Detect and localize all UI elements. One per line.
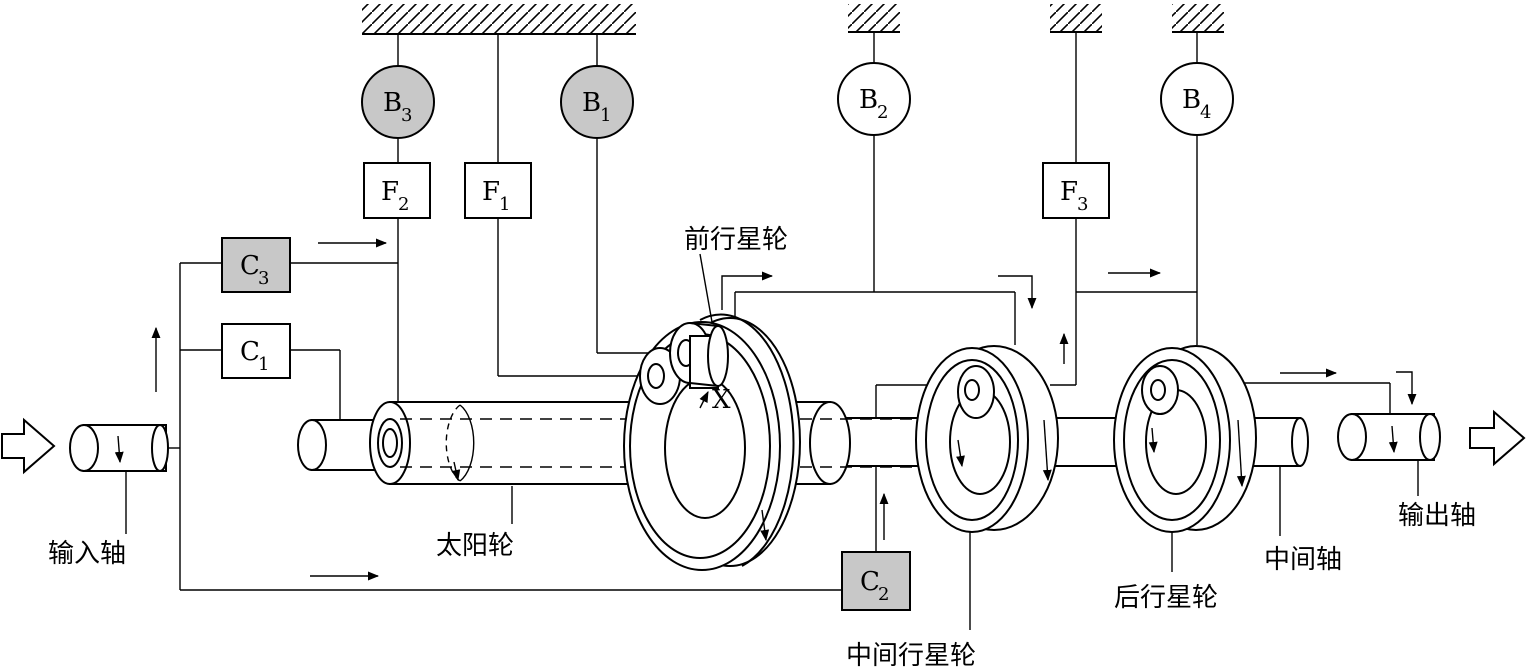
svg-text:2: 2 — [878, 584, 889, 605]
clutch-c1: C 1 — [221, 323, 291, 379]
output-shaft — [1337, 413, 1441, 461]
middle-planet-label: 中间行星轮 — [846, 641, 976, 671]
rear-planet-gear-set — [1113, 345, 1257, 533]
svg-text:F: F — [1060, 177, 1078, 207]
output-arrow-icon — [1469, 409, 1526, 467]
input-shaft — [69, 424, 169, 472]
brake-b3: B 3 — [361, 65, 435, 139]
svg-text:C: C — [240, 337, 260, 367]
wiring — [166, 32, 1391, 591]
clutch-c3: C 3 — [221, 237, 291, 293]
front-planet-label: 前行星轮 — [684, 225, 788, 255]
leader-lines — [125, 253, 1419, 630]
svg-text:3: 3 — [258, 268, 269, 289]
rear-planet-label: 后行星轮 — [1114, 583, 1218, 613]
ground-main — [362, 4, 636, 35]
svg-text:B: B — [1182, 85, 1201, 115]
brake-b1: B 1 — [560, 65, 634, 139]
input-arrow-icon — [1, 417, 56, 475]
ground-b4 — [1172, 4, 1224, 33]
sun-gear-label: 太阳轮 — [436, 531, 514, 561]
brake-b2: B 2 — [837, 62, 911, 136]
svg-text:B: B — [383, 88, 402, 118]
one-way-clutch-f3: F 3 — [1042, 162, 1110, 219]
flow-arrows — [151, 238, 1417, 581]
svg-text:1: 1 — [600, 105, 611, 126]
clutch-c2: C 2 — [841, 551, 911, 611]
output-shaft-label: 输出轴 — [1398, 501, 1476, 531]
svg-text:C: C — [240, 251, 260, 281]
one-way-clutch-f2: F 2 — [363, 162, 431, 219]
x-mark: X — [712, 385, 731, 415]
svg-text:1: 1 — [258, 354, 269, 375]
input-shaft-label: 输入轴 — [48, 539, 126, 569]
ground-b2 — [848, 4, 900, 33]
svg-text:1: 1 — [499, 194, 510, 215]
one-way-clutch-f1: F 1 — [464, 162, 532, 219]
svg-text:2: 2 — [398, 194, 409, 215]
ground-f3 — [1050, 4, 1102, 33]
svg-text:F: F — [381, 177, 399, 207]
intermediate-shaft-label: 中间轴 — [1264, 545, 1342, 575]
brake-b4: B 4 — [1160, 62, 1234, 136]
svg-text:B: B — [582, 88, 601, 118]
svg-text:F: F — [482, 177, 500, 207]
front-planet-gear-set: X — [623, 313, 801, 571]
svg-text:3: 3 — [1077, 194, 1088, 215]
middle-planet-gear-set — [915, 345, 1059, 533]
svg-text:B: B — [859, 85, 878, 115]
svg-text:4: 4 — [1200, 102, 1211, 123]
svg-text:C: C — [860, 567, 880, 597]
svg-text:3: 3 — [401, 105, 412, 126]
svg-text:2: 2 — [877, 102, 888, 123]
